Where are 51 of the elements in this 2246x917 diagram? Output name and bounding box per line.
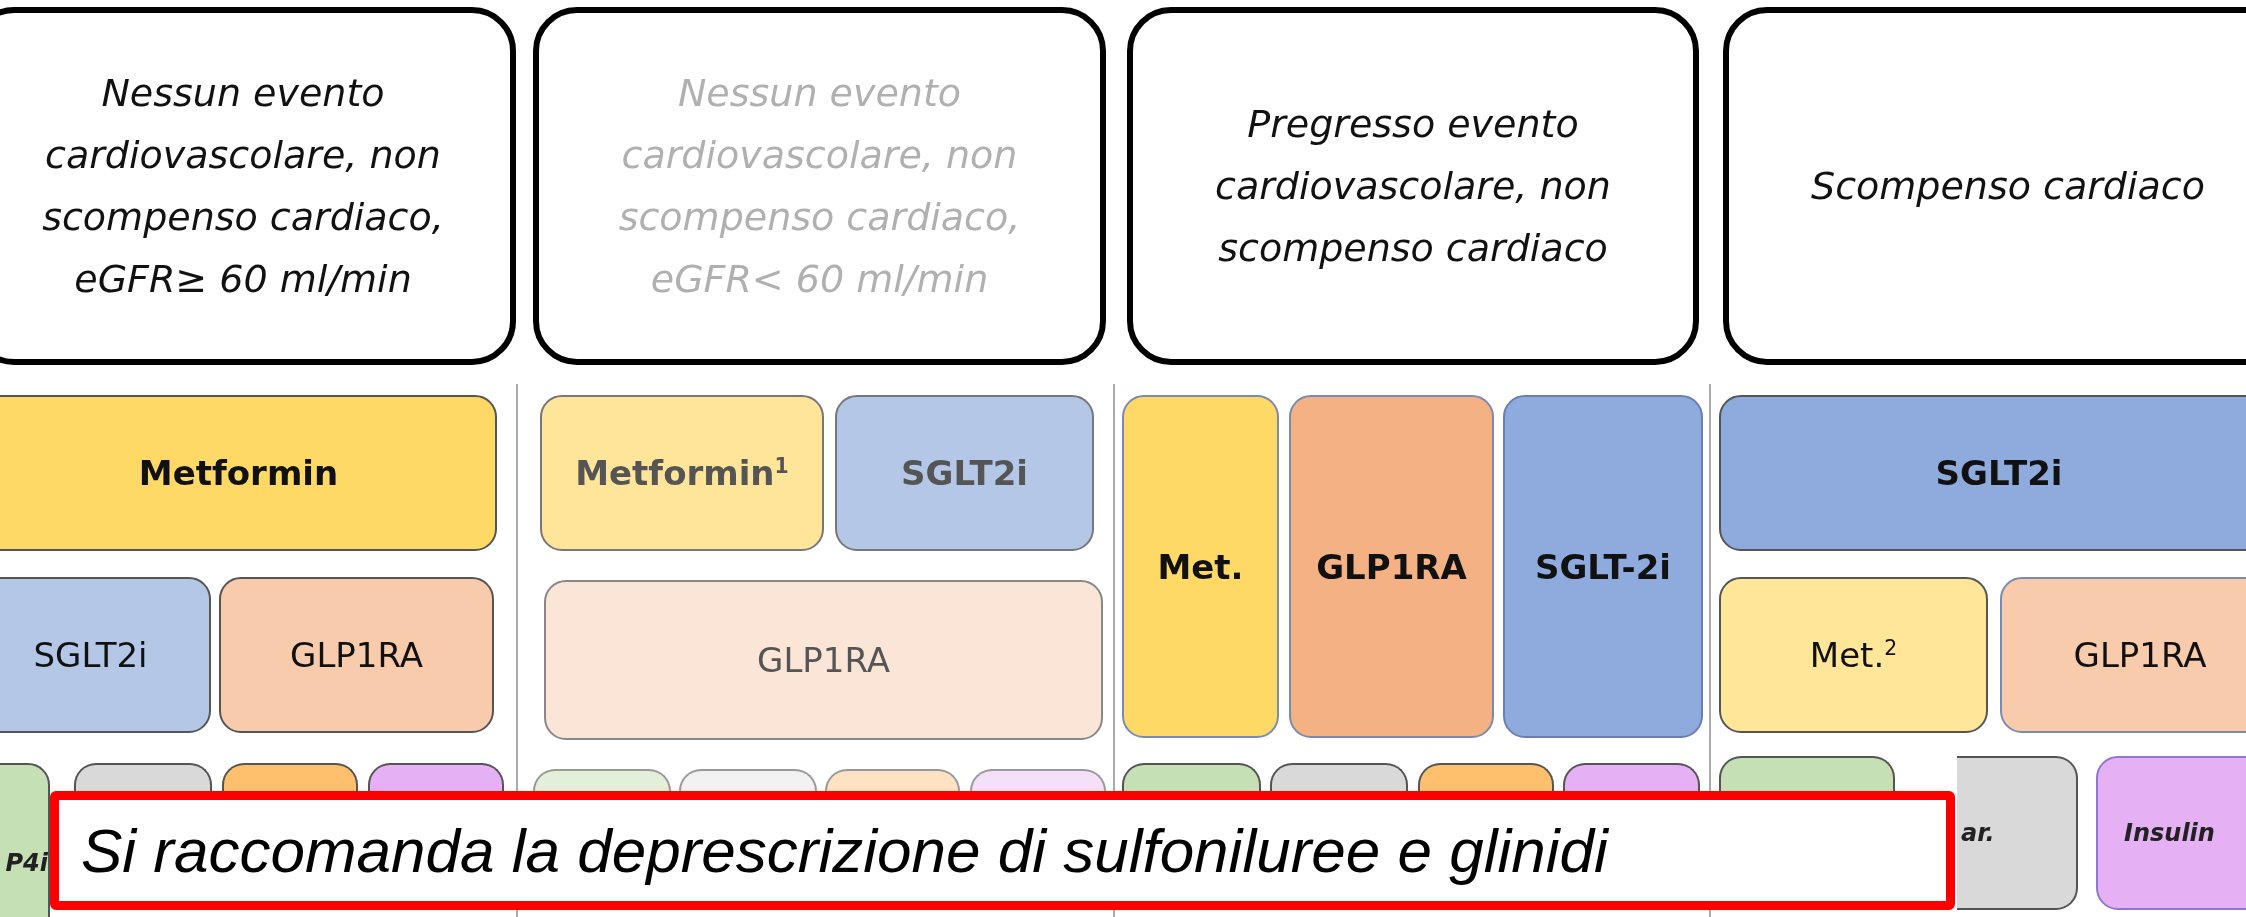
drug-class-box [1503,395,1703,738]
drug-class-label: GLP1RA [1316,546,1467,587]
condition-box [1723,7,2246,365]
drug-class-label: SGLT2i [901,453,1028,493]
drug-class-box [540,395,824,551]
drug-class-box [1122,763,1261,791]
drug-class-label: SGLT-2i [1534,546,1672,587]
drug-class-box [0,577,211,733]
drug-class-label: GLP1RA [2073,635,2207,675]
condition-text: Nessun evento cardiovascolare, non scompenso cardiaco, eGFR≥ 60 ml/min [41,70,445,303]
condition-box [1127,7,1699,365]
drug-class-box [1418,763,1554,791]
drug-class-label: GLP1RA [757,640,890,680]
drug-class-box [1957,756,2078,910]
drug-class-box [222,763,358,791]
drug-class-box [544,580,1103,740]
callout-text: Si raccomanda la deprescrizione di sulfoniluree e glinidi [81,815,1608,886]
condition-box [533,7,1106,365]
condition-text: Pregresso evento cardiovascolare, non scompenso cardiaco [1214,101,1612,272]
drug-class-box [533,769,671,791]
drug-class-box [1122,395,1279,738]
drug-class-box [1719,577,1988,733]
drug-class-label: Metformin$^{1}$ [575,453,789,493]
drug-class-box [835,395,1094,551]
drug-class-box [368,763,504,791]
drug-class-label: SGLT2i [33,635,148,675]
drug-class-label: Met.$^{2}$ [1809,635,1898,675]
callout-box [50,791,1955,910]
drug-class-box [219,577,494,733]
drug-class-label: P4i [5,849,48,877]
drug-class-label: ar. [1961,819,1995,847]
drug-class-label: GLP1RA [290,635,423,675]
condition-text: Scompenso cardiaco [1811,163,2205,210]
drug-class-box [1289,395,1494,738]
drug-class-box [825,769,960,791]
drug-class-label: Met. [1157,546,1244,587]
drug-class-box [679,769,817,791]
drug-class-box [1270,763,1408,791]
condition-text: Nessun evento cardiovascolare, non scompenso cardiaco, eGFR< 60 ml/min [617,70,1022,303]
drug-class-box [0,395,497,551]
condition-box [0,7,516,365]
drug-class-label: Metformin [138,453,339,493]
drug-class-box [74,763,212,791]
drug-class-box [970,769,1106,791]
drug-class-box [1563,763,1700,791]
drug-class-box [2000,577,2246,733]
drug-class-box [1719,395,2246,551]
drug-class-box [1719,756,1895,791]
drug-class-label: Insulin [2124,819,2215,847]
drug-class-box [2096,756,2246,910]
drug-class-label: SGLT2i [1935,453,2063,493]
